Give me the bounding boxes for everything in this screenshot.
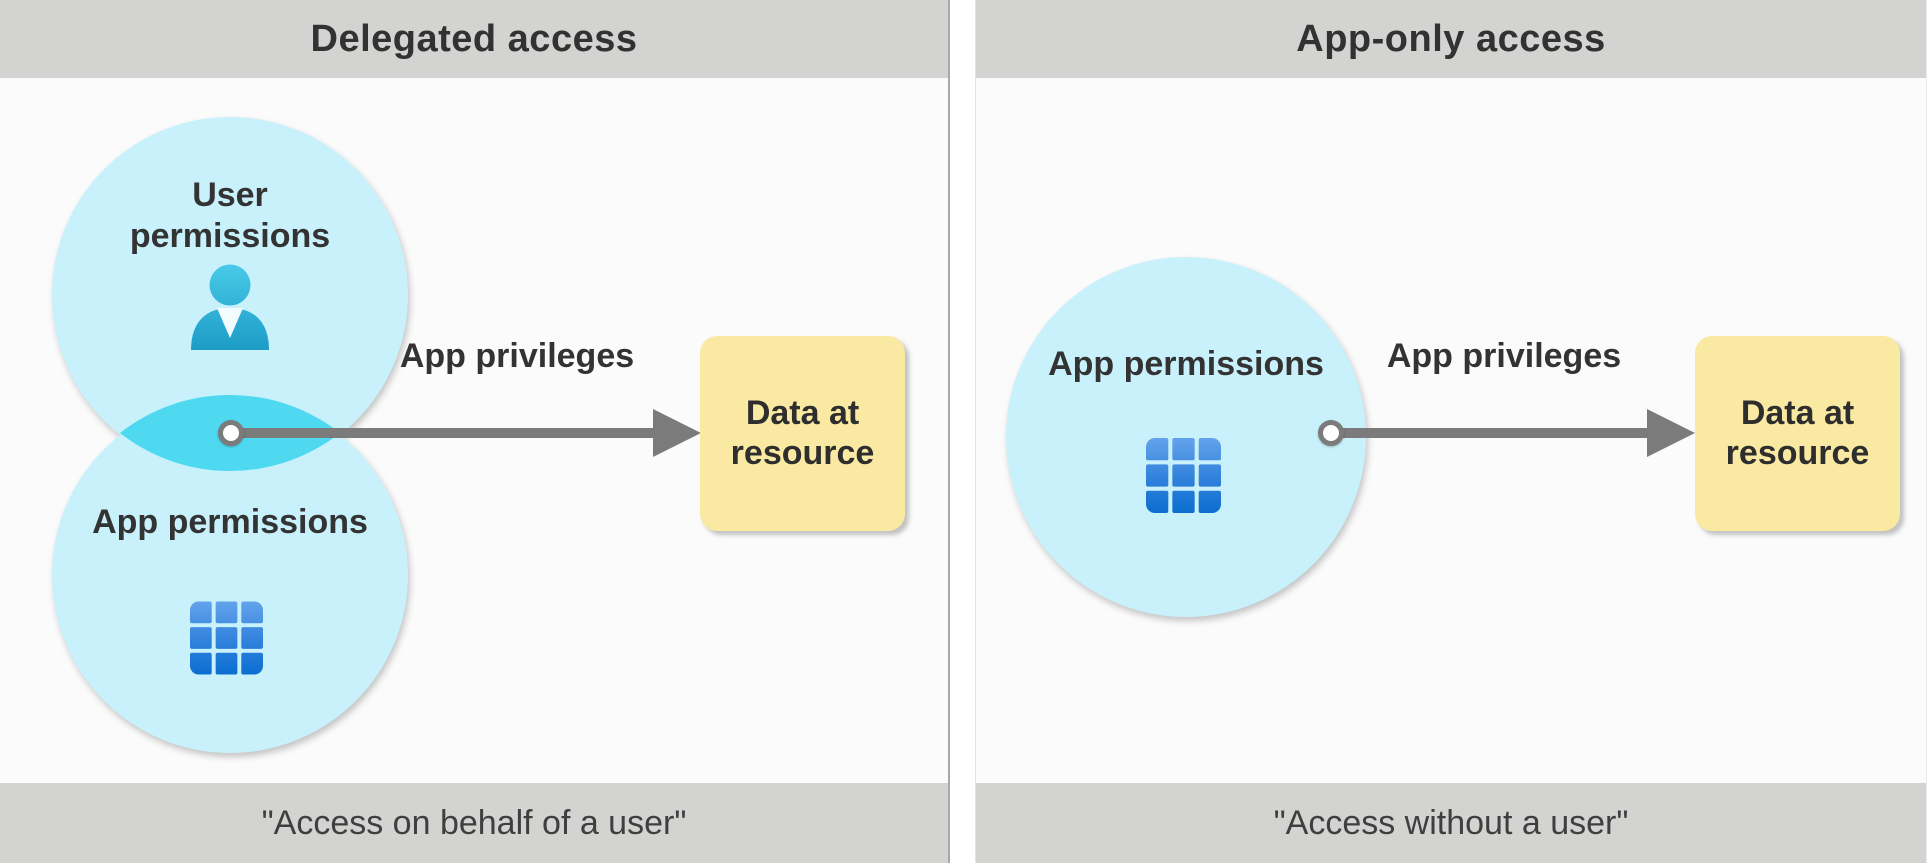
privileges-arrow-line: [243, 428, 658, 438]
app-only-access-content: App permissions: [976, 78, 1926, 783]
app-only-access-caption: "Access without a user": [1273, 803, 1629, 842]
app-permissions-label: App permissions: [1048, 345, 1324, 383]
user-permissions-label: User permissions: [129, 176, 331, 255]
connector-dot-icon: [218, 420, 244, 446]
delegated-access-caption: "Access on behalf of a user": [261, 803, 687, 842]
data-at-resource-label: Data at resource: [1725, 394, 1870, 472]
data-at-resource-label: Data at resource: [730, 394, 875, 472]
app-only-access-caption-bar: "Access without a user": [976, 783, 1926, 863]
app-only-access-header: App-only access: [976, 0, 1926, 78]
app-privileges-label: App privileges: [1386, 337, 1622, 375]
data-at-resource-box: Data at resource: [1695, 336, 1900, 531]
privileges-arrow-line: [1343, 428, 1650, 438]
user-person-icon: [191, 264, 269, 350]
privileges-arrow-head-icon: [1647, 409, 1695, 457]
delegated-access-title: Delegated access: [310, 17, 638, 60]
app-permissions-circle: [52, 397, 408, 753]
data-at-resource-box: Data at resource: [700, 336, 905, 531]
app-grid-icon: [1146, 438, 1221, 513]
connector-dot-icon: [1318, 420, 1344, 446]
app-only-access-title: App-only access: [1296, 17, 1606, 60]
app-grid-icon: [190, 601, 263, 675]
panel-app-only-access: App-only access App permissions: [975, 0, 1927, 863]
delegated-access-content: User permissions App permissions: [0, 78, 948, 783]
app-permissions-circle: [1006, 257, 1366, 617]
app-privileges-label: App privileges: [399, 337, 635, 375]
delegated-access-header: Delegated access: [0, 0, 948, 78]
panel-delegated-access: Delegated access User permissions: [0, 0, 950, 863]
delegated-access-caption-bar: "Access on behalf of a user": [0, 783, 948, 863]
app-permissions-label: App permissions: [92, 503, 368, 541]
privileges-arrow-head-icon: [653, 409, 701, 457]
